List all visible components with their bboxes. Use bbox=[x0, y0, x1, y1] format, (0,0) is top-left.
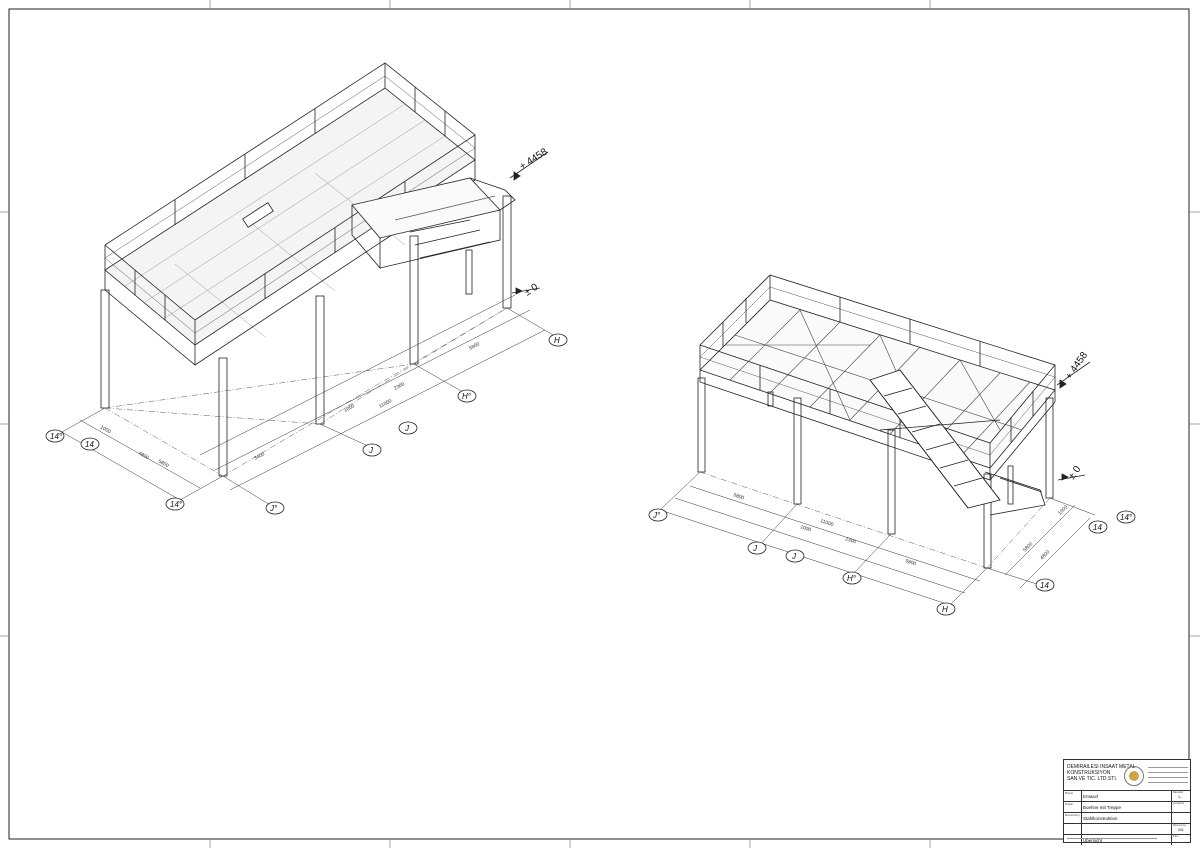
company-seal-icon bbox=[1124, 766, 1144, 786]
left-dim-label: 5800 bbox=[157, 459, 170, 470]
right-dim-label: 2300 bbox=[844, 536, 857, 545]
side-label: Plannummer bbox=[1173, 825, 1187, 827]
left-dim-label: 2300 bbox=[393, 381, 406, 392]
side-value: 001 bbox=[1178, 828, 1184, 832]
left-axis-label: H° bbox=[462, 392, 472, 401]
right-dim-label: 5800 bbox=[732, 492, 745, 501]
company-name: DEMIRAILESI INSAAT METAL KONSTRUKSIYON S… bbox=[1067, 764, 1135, 782]
right-railing bbox=[699, 274, 1056, 468]
title-row-bezeichnung: Bezeichnung Stahlkonstruktion bbox=[1064, 813, 1190, 824]
left-ground-lines bbox=[104, 307, 508, 477]
left-elevation-markers bbox=[509, 151, 549, 295]
row-value: Übersicht bbox=[1083, 838, 1103, 843]
company-line: DEMIRAILESI INSAAT METAL bbox=[1067, 764, 1136, 770]
right-axis-label: 14° bbox=[1120, 513, 1133, 522]
right-elevation-top: + 4458 bbox=[1063, 350, 1090, 382]
left-dim-label: 4800 bbox=[137, 451, 150, 462]
right-axis-bubbles bbox=[648, 508, 1136, 616]
right-ground-lines bbox=[699, 471, 1051, 569]
left-hatch bbox=[242, 202, 274, 228]
row-value: Entwurf bbox=[1083, 794, 1099, 799]
left-dim-label: 1000 bbox=[343, 403, 356, 414]
title-row-projekt: Projekt Buehne mit Treppe gezeichnet bbox=[1064, 802, 1190, 813]
left-axis-label: 14 bbox=[85, 440, 94, 449]
left-isometric-view bbox=[45, 62, 568, 515]
side-label: Index bbox=[1173, 836, 1179, 838]
side-value: 1:- bbox=[1178, 795, 1183, 799]
right-isometric-view bbox=[648, 274, 1136, 616]
right-dim-label: 4800 bbox=[1039, 549, 1051, 561]
side-label: Massstab bbox=[1173, 792, 1183, 794]
left-railing bbox=[104, 62, 476, 345]
row-label: Planart bbox=[1065, 792, 1073, 795]
left-dim-label: 11000 bbox=[378, 398, 393, 410]
left-axis-label: 14° bbox=[50, 432, 63, 441]
company-line: KONSTRUKSIYON bbox=[1067, 770, 1111, 776]
left-dim-label: 3400 bbox=[253, 451, 266, 462]
left-axis-bubbles bbox=[45, 333, 568, 515]
right-axis-label: J bbox=[752, 544, 758, 553]
right-elevation-ground: ± 0 bbox=[1066, 464, 1083, 482]
right-axis-label: H bbox=[942, 605, 948, 614]
row-label: Projekt bbox=[1065, 803, 1073, 806]
row-value: Stahlkonstruktion bbox=[1083, 816, 1118, 821]
title-block: DEMIRAILESI INSAAT METAL KONSTRUKSIYON S… bbox=[1063, 759, 1191, 845]
title-block-header: DEMIRAILESI INSAAT METAL KONSTRUKSIYON S… bbox=[1064, 760, 1190, 791]
left-axis-label: H bbox=[554, 336, 560, 345]
right-dim-lines bbox=[659, 471, 1096, 606]
right-dim-label: 5800 bbox=[904, 558, 917, 567]
right-dim-label: 1000 bbox=[1057, 504, 1069, 516]
title-row-uebersicht: Übersicht Index bbox=[1064, 835, 1190, 845]
side-label: gezeichnet bbox=[1173, 803, 1185, 805]
right-dim-label: 1000 bbox=[799, 524, 812, 533]
right-axis-label: J° bbox=[652, 511, 661, 520]
right-stair bbox=[869, 369, 1046, 516]
right-axis-label: 14 bbox=[1040, 581, 1049, 590]
left-stair bbox=[351, 177, 516, 270]
left-dim-label: 1000 bbox=[99, 425, 112, 436]
row-value: Buehne mit Treppe bbox=[1083, 805, 1122, 810]
left-dim-lines bbox=[61, 294, 554, 506]
left-axis-label: J bbox=[368, 446, 374, 455]
left-axis-label: 14° bbox=[170, 500, 183, 509]
left-elevation-ground: ± 0 bbox=[523, 282, 541, 299]
company-contact-graphic bbox=[1148, 764, 1188, 783]
title-block-footer bbox=[1064, 836, 1175, 842]
left-dim-label: 5800 bbox=[468, 341, 481, 352]
right-axis-label: 14 bbox=[1093, 523, 1102, 532]
right-axis-label: H° bbox=[847, 574, 857, 583]
left-axis-label: J bbox=[404, 424, 410, 433]
right-axis-label: J bbox=[791, 552, 797, 561]
left-elevation-top: + 4458 bbox=[518, 146, 550, 172]
left-axis-label: J° bbox=[269, 504, 278, 513]
company-line: SAN.VE TIC. LTD.STI. bbox=[1067, 776, 1118, 782]
row-label: Bezeichnung bbox=[1065, 814, 1080, 817]
right-elevation-markers bbox=[1056, 361, 1091, 481]
right-dim-label: 11000 bbox=[819, 518, 834, 528]
